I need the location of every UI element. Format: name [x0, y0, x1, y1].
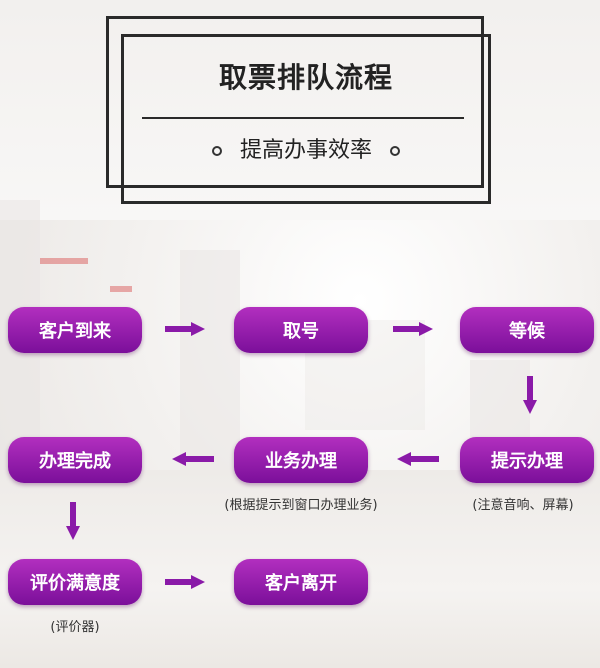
subtitle: 提高办事效率 — [121, 132, 491, 164]
title-divider — [142, 117, 464, 119]
background-led-sign — [40, 258, 88, 264]
arrow-right-icon — [165, 575, 207, 589]
arrow-left-icon — [397, 452, 439, 466]
arrow-right-icon — [165, 322, 207, 336]
step-business-handling: 业务办理 — [234, 437, 368, 483]
step-evaluate-satisfaction: 评价满意度 — [8, 559, 142, 605]
note-prompt: (注意音响、屏幕) — [472, 498, 574, 513]
step-prompt-handling: 提示办理 — [460, 437, 594, 483]
title-frame-outer — [106, 16, 484, 188]
background-led-sign — [110, 286, 132, 292]
step-take-number: 取号 — [234, 307, 368, 353]
bullet-icon — [390, 146, 400, 156]
subtitle-text: 提高办事效率 — [239, 138, 372, 163]
title-frame-inner — [121, 34, 491, 204]
step-customer-arrive: 客户到来 — [8, 307, 142, 353]
note-evaluate: (评价器) — [50, 620, 100, 635]
arrow-right-icon — [393, 322, 435, 336]
note-business: (根据提示到窗口办理业务) — [224, 498, 378, 513]
arrow-down-icon — [66, 502, 80, 542]
step-handling-complete: 办理完成 — [8, 437, 142, 483]
background-column — [180, 250, 240, 480]
bullet-icon — [211, 146, 222, 156]
step-customer-leave: 客户离开 — [234, 559, 368, 605]
arrow-down-icon — [523, 376, 537, 416]
page-title: 取票排队流程 — [218, 61, 393, 94]
arrow-left-icon — [172, 452, 214, 466]
step-wait: 等候 — [460, 307, 594, 353]
